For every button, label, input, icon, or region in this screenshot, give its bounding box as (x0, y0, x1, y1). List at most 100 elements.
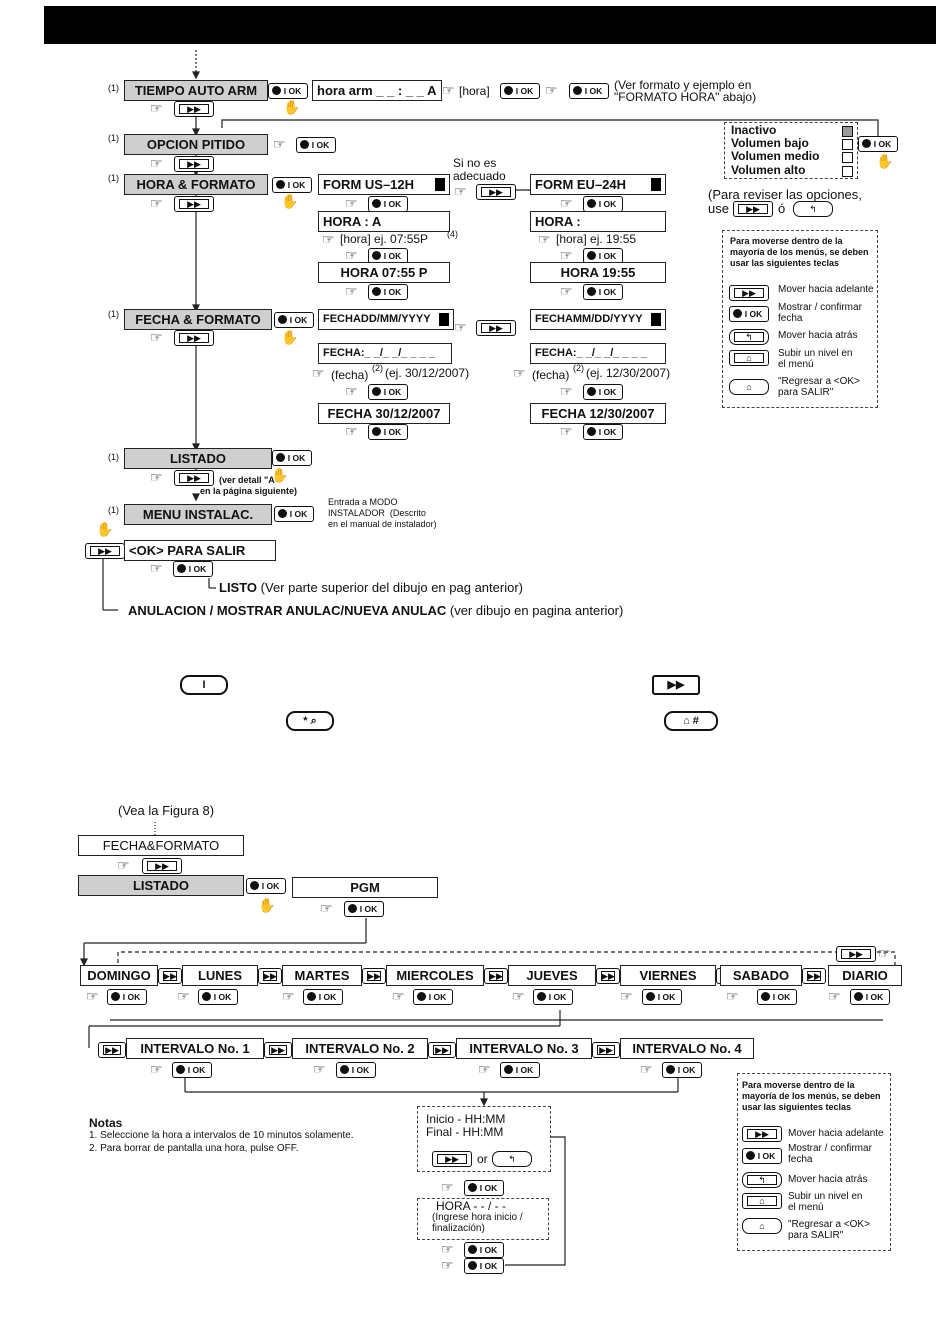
next-key[interactable]: ▶▶ (142, 858, 182, 874)
ok-key[interactable]: I OK (368, 424, 408, 440)
listado-box[interactable]: LISTADO (124, 448, 272, 469)
ok-key[interactable]: I OK (757, 989, 797, 1005)
next-key[interactable]: ▶▶ (258, 968, 282, 984)
ok-key[interactable]: I OK (368, 384, 408, 400)
day-box[interactable]: DIARIO (828, 965, 902, 986)
day-box[interactable]: VIERNES (620, 965, 716, 986)
ok-key[interactable]: I OK (583, 248, 623, 264)
opcion-pitido-box[interactable]: OPCION PITIDO (124, 134, 268, 155)
day-box[interactable]: LUNES (182, 965, 258, 986)
ok-para-salir-box[interactable]: <OK> PARA SALIR (124, 540, 276, 561)
ok-key[interactable]: I OK (344, 901, 384, 917)
nota-item: 1. Seleccione la hora a intervalos de 10… (89, 1130, 354, 1141)
ok-key[interactable]: I OK (413, 989, 453, 1005)
ok-key[interactable]: I OK (533, 989, 573, 1005)
ok-key[interactable]: I OK (500, 1062, 540, 1078)
ok-key[interactable]: I OK (268, 83, 308, 99)
ok-key[interactable]: I OK (336, 1062, 376, 1078)
fecha-input-left[interactable]: FECHA:_ _/_ _/_ _ _ _ (318, 343, 452, 364)
hora-eu-value: HORA 19:55 (530, 262, 666, 283)
ok-key[interactable]: I OK (583, 424, 623, 440)
ok-key[interactable]: I OK (464, 1258, 504, 1274)
ok-key[interactable]: I OK (464, 1242, 504, 1258)
pointer-icon: ☞ (545, 82, 558, 98)
pitido-option[interactable]: Volumen alto (731, 163, 806, 177)
ok-key[interactable]: I OK (246, 878, 286, 894)
day-box[interactable]: MIERCOLES (386, 965, 484, 986)
next-key[interactable]: ▶▶ (174, 156, 214, 172)
fecha-formato-box-2[interactable]: FECHA&FORMATO (78, 835, 244, 856)
interval-box[interactable]: INTERVALO No. 3 (456, 1038, 592, 1059)
ok-key[interactable]: I OK (368, 284, 408, 300)
next-key[interactable]: ▶▶ (85, 543, 125, 559)
ok-key[interactable]: I OK (464, 1180, 504, 1196)
ok-key[interactable]: I OK (274, 506, 314, 522)
pitido-option[interactable]: Inactivo (731, 123, 777, 137)
ok-key[interactable]: I OK (274, 312, 314, 328)
interval-box[interactable]: INTERVALO No. 1 (126, 1038, 264, 1059)
ok-key[interactable]: I OK (583, 196, 623, 212)
fecha-formato-box[interactable]: FECHA & FORMATO (124, 309, 272, 330)
menu-instalac-box[interactable]: MENU INSTALAC. (124, 504, 272, 525)
hora-formato-box[interactable]: HORA & FORMATO (124, 174, 268, 195)
interval-box[interactable]: INTERVALO No. 4 (620, 1038, 754, 1059)
ok-key[interactable]: I OK (583, 284, 623, 300)
next-key[interactable]: ▶▶ (836, 946, 876, 962)
ok-key[interactable]: I OK (858, 136, 898, 152)
next-key[interactable]: ▶▶ (484, 968, 508, 984)
next-key[interactable]: ▶▶ (98, 1042, 126, 1058)
next-key[interactable]: ▶▶ (158, 968, 182, 984)
next-key[interactable]: ▶▶ (174, 330, 214, 346)
next-key[interactable]: ▶▶ (174, 101, 214, 117)
next-key[interactable]: ▶▶ (264, 1042, 292, 1058)
next-key[interactable]: ▶▶ (592, 1042, 620, 1058)
next-key[interactable]: ▶▶ (174, 470, 214, 486)
back-key[interactable]: ↰ (793, 201, 833, 217)
ok-key[interactable]: I OK (850, 989, 890, 1005)
pgm-box[interactable]: PGM (292, 877, 438, 898)
option-checkbox[interactable] (842, 126, 853, 137)
next-key[interactable]: ▶▶ (362, 968, 386, 984)
day-box[interactable]: SABADO (720, 965, 802, 986)
back-key[interactable]: ↰ (492, 1151, 532, 1167)
ok-key[interactable]: I OK (569, 83, 609, 99)
option-checkbox[interactable] (842, 152, 853, 163)
fecha-input-right[interactable]: FECHA:_ _/_ _/_ _ _ _ (530, 343, 666, 364)
next-key[interactable]: ▶▶ (596, 968, 620, 984)
option-checkbox[interactable] (842, 139, 853, 150)
day-box[interactable]: MARTES (282, 965, 362, 986)
pitido-option[interactable]: Volumen medio (731, 149, 820, 163)
ok-key[interactable]: I OK (173, 561, 213, 577)
next-key[interactable]: ▶▶ (174, 196, 214, 212)
next-key[interactable]: ▶▶ (802, 968, 826, 984)
next-key[interactable]: ▶▶ (733, 201, 773, 217)
ok-key[interactable]: I OK (272, 450, 312, 466)
tiempo-auto-arm-box[interactable]: TIEMPO AUTO ARM (124, 80, 268, 101)
hora-eu-input[interactable]: HORA : (530, 211, 666, 232)
next-key[interactable]: ▶▶ (428, 1042, 456, 1058)
back-key: ↰ (742, 1172, 782, 1188)
ok-key[interactable]: I OK (303, 989, 343, 1005)
day-box[interactable]: DOMINGO (80, 965, 158, 986)
next-key[interactable]: ▶▶ (476, 184, 516, 200)
next-key[interactable]: ▶▶ (476, 320, 516, 336)
interval-box[interactable]: INTERVALO No. 2 (292, 1038, 428, 1059)
ok-key[interactable]: I OK (583, 384, 623, 400)
listado-box-2[interactable]: LISTADO (78, 875, 244, 896)
ok-key[interactable]: I OK (500, 83, 540, 99)
hora-us-input[interactable]: HORA : A (318, 211, 450, 232)
ok-key[interactable]: I OK (272, 177, 312, 193)
ok-key[interactable]: I OK (662, 1062, 702, 1078)
ok-key[interactable]: I OK (107, 989, 147, 1005)
pointer-icon: ☞ (442, 82, 455, 98)
ok-key[interactable]: I OK (198, 989, 238, 1005)
day-box[interactable]: JUEVES (508, 965, 596, 986)
option-checkbox[interactable] (842, 166, 853, 177)
ok-key[interactable]: I OK (368, 196, 408, 212)
ok-key[interactable]: I OK (172, 1062, 212, 1078)
pitido-option[interactable]: Volumen bajo (731, 136, 809, 150)
ok-key[interactable]: I OK (642, 989, 682, 1005)
ok-key[interactable]: I OK (296, 137, 336, 153)
next-key[interactable]: ▶▶ (432, 1151, 472, 1167)
